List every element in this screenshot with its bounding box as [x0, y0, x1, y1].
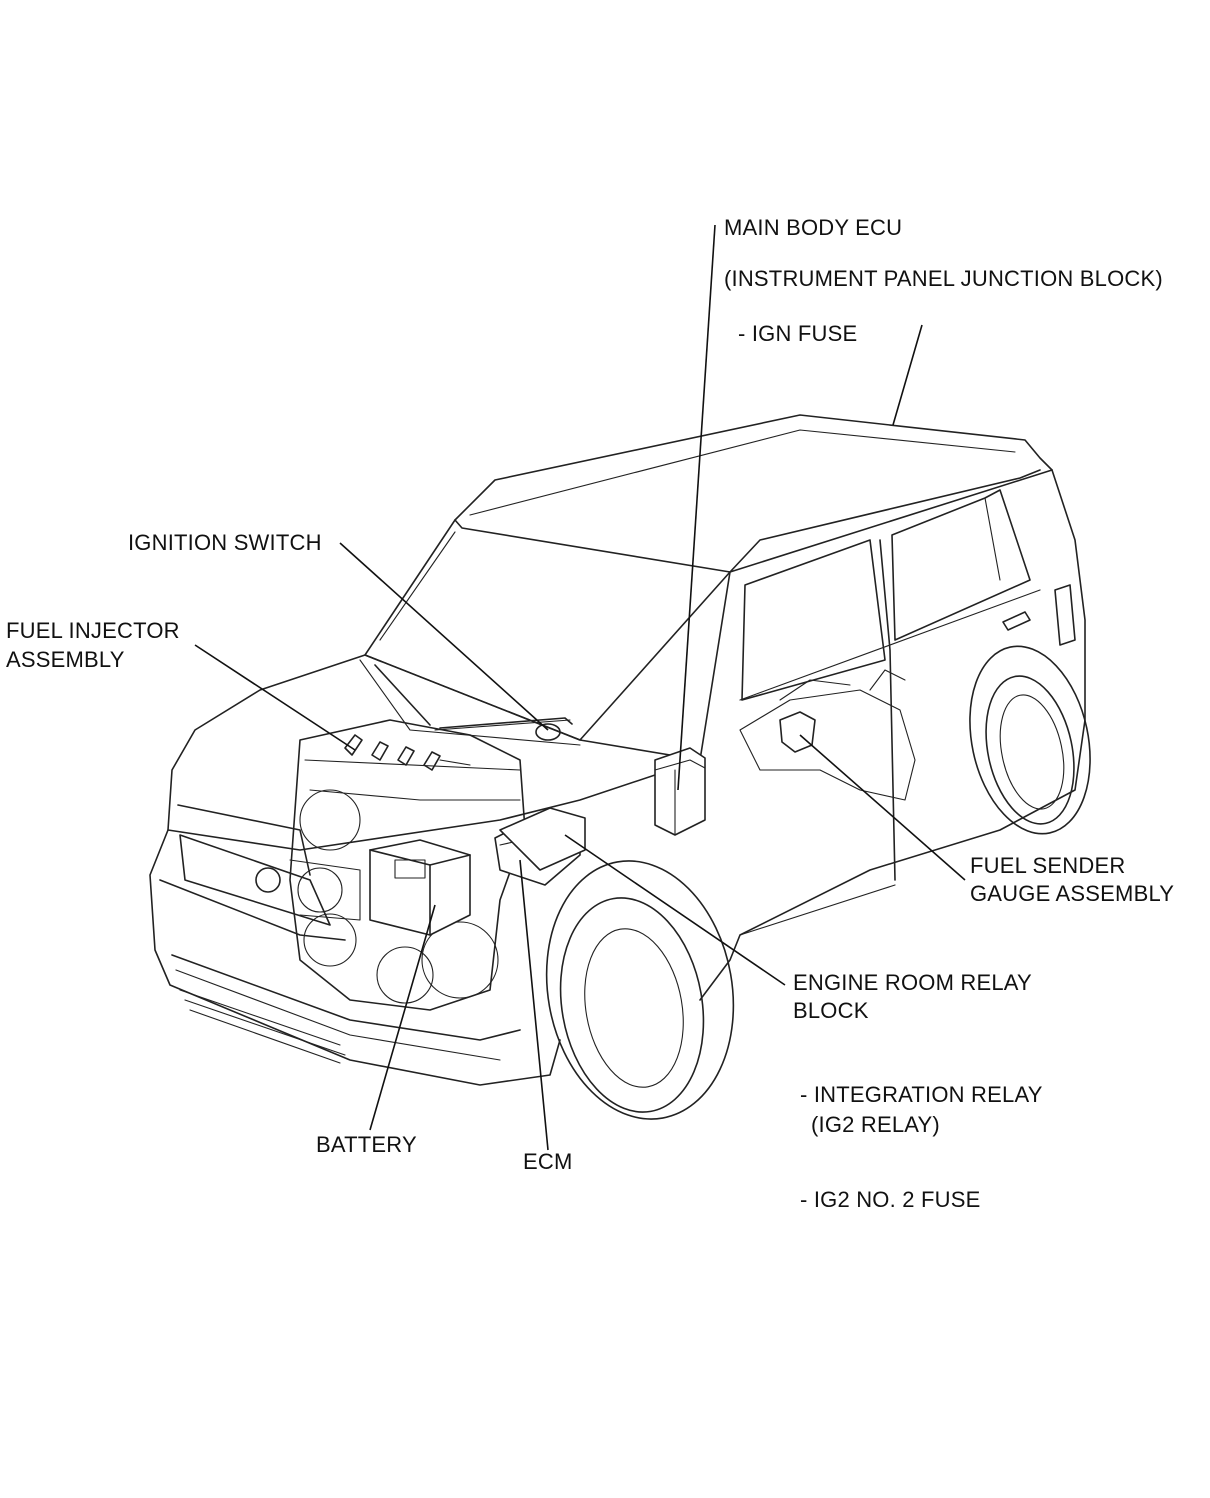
leader-ecm	[519, 859, 549, 1151]
leader-fuel-sender	[799, 734, 966, 881]
front-bumper	[149, 829, 561, 1086]
label-battery: BATTERY	[316, 1132, 417, 1157]
leader-lines	[194, 224, 966, 1151]
rear-wheel-arch	[969, 645, 1091, 835]
label-engine-room-relay-line1: ENGINE ROOM RELAY	[793, 970, 1032, 995]
label-fuel-sender-line1: FUEL SENDER	[970, 853, 1126, 878]
body-side	[699, 469, 1086, 1001]
battery-unit	[369, 839, 471, 936]
windshield	[364, 519, 731, 741]
label-fuel-sender-line2: GAUGE ASSEMBLY	[970, 881, 1175, 906]
front-grille	[179, 834, 331, 926]
label-main-body-ecu: MAIN BODY ECU	[724, 215, 903, 240]
front-wheel	[559, 897, 705, 1113]
ignition-switch-unit	[535, 723, 561, 741]
side-window-rear	[891, 489, 1031, 641]
leader-fuel-injector	[194, 644, 356, 751]
side-window-front	[741, 539, 886, 701]
hood	[167, 654, 701, 851]
leader-ign-fuse	[892, 324, 923, 426]
leader-ignition-switch	[339, 542, 549, 731]
label-ig2-no2-fuse: - IG2 NO. 2 FUSE	[800, 1187, 981, 1212]
leader-battery	[369, 904, 436, 1131]
label-instrument-panel-junction-block: (INSTRUMENT PANEL JUNCTION BLOCK)	[724, 266, 1163, 291]
roof-outline	[454, 414, 1053, 573]
front-wheel-arch	[545, 860, 735, 1120]
fuel-tank-area	[739, 669, 916, 801]
fuel-sender-unit	[779, 711, 816, 753]
label-integration-relay-line1: - INTEGRATION RELAY	[800, 1082, 1043, 1107]
main-body-ecu-unit	[654, 747, 706, 836]
label-ign-fuse: - IGN FUSE	[738, 321, 858, 346]
rear-wheel	[985, 675, 1075, 825]
label-fuel-injector-line1: FUEL INJECTOR	[6, 618, 180, 643]
brand-emblem	[255, 867, 281, 893]
leader-main-body-ecu	[677, 224, 716, 791]
engine-assembly	[289, 719, 526, 1011]
leader-engine-room-relay	[564, 834, 786, 986]
label-ecm: ECM	[523, 1149, 573, 1174]
label-engine-room-relay-line2: BLOCK	[793, 998, 869, 1023]
label-fuel-injector-line2: ASSEMBLY	[6, 647, 125, 672]
label-integration-relay-line2: (IG2 RELAY)	[811, 1112, 940, 1137]
label-ignition-switch: IGNITION SWITCH	[128, 530, 322, 555]
engine-room-relay-block-unit	[499, 807, 586, 871]
